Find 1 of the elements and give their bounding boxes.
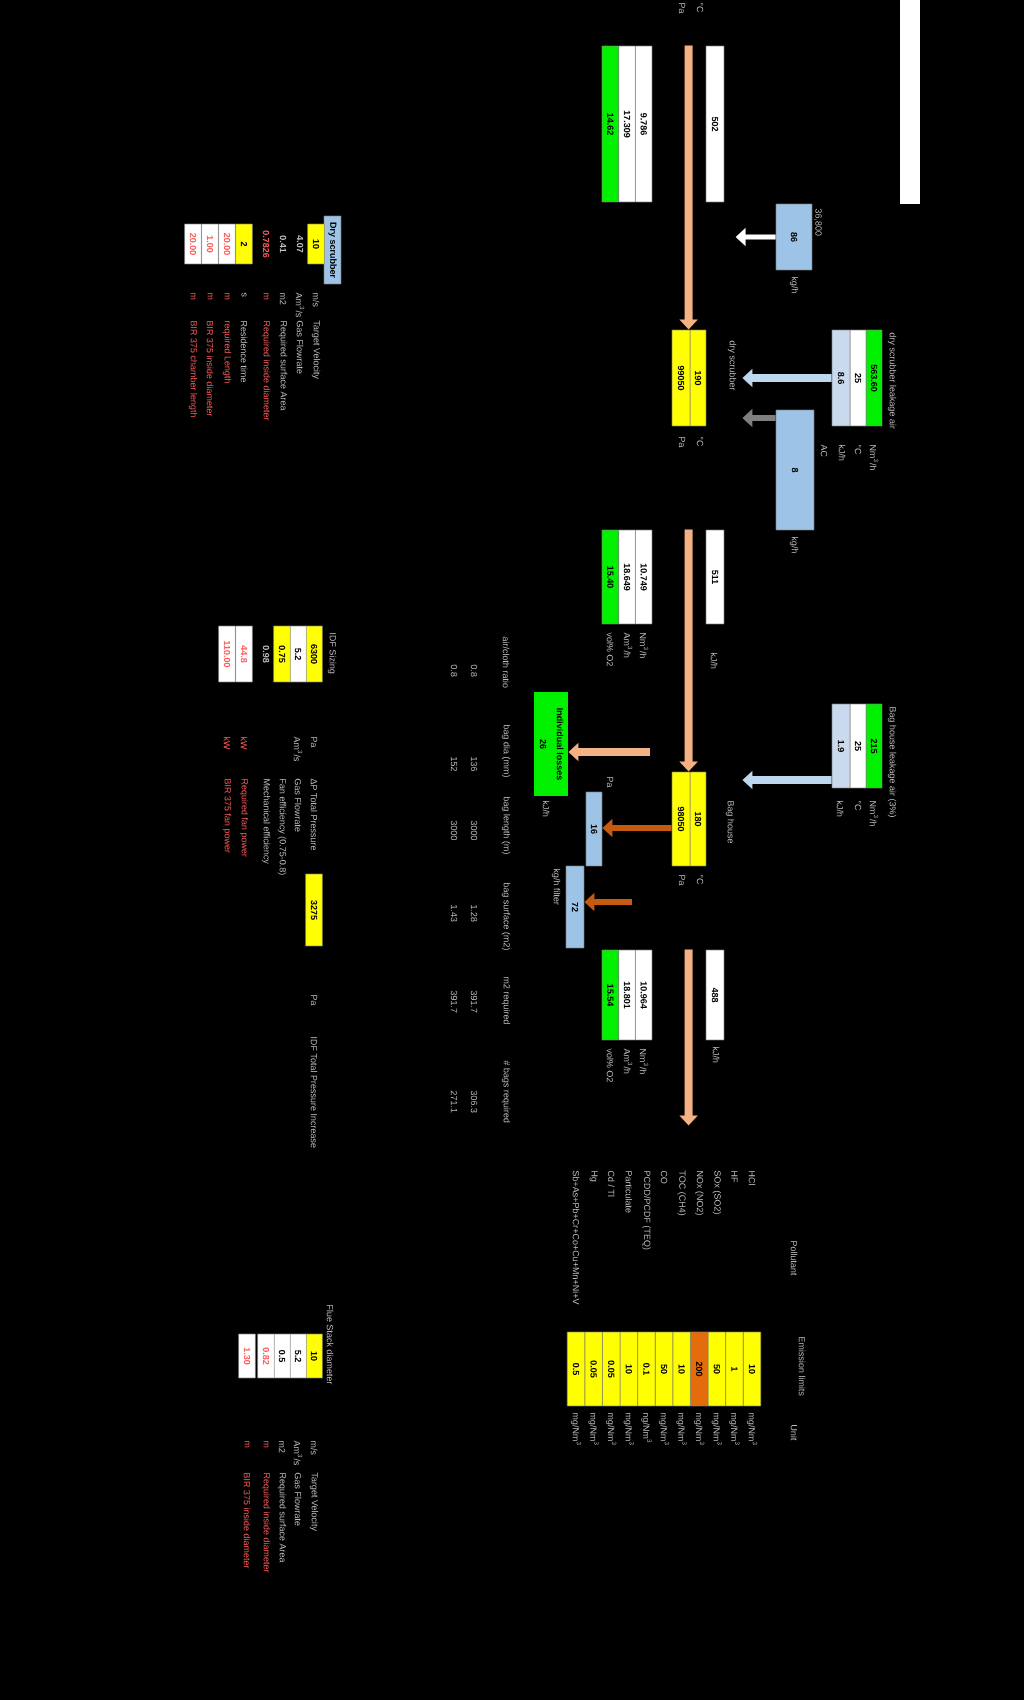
header-bar	[900, 0, 920, 204]
